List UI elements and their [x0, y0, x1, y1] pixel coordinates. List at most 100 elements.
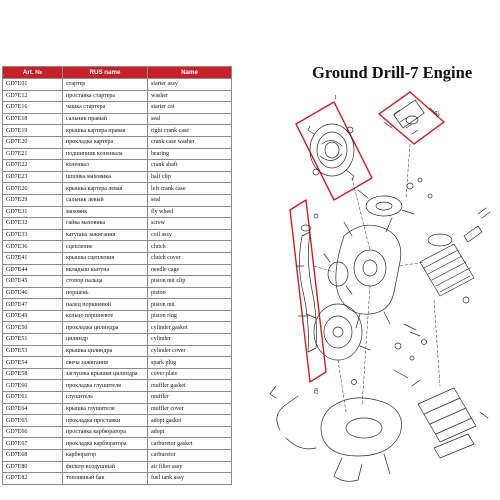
name-cell: carburetor	[147, 449, 232, 462]
fuel-tank-highlight: 82	[289, 199, 327, 394]
name-cell: muffler	[147, 391, 232, 404]
starter-assy-highlight: 1	[295, 95, 373, 201]
rus-name-cell: коленвал	[62, 159, 148, 172]
name-cell: adopt gasket	[147, 414, 232, 427]
name-cell: bearing	[147, 147, 232, 161]
column-header-art-number: Art. №	[2, 66, 63, 79]
exploded-engine-diagram: 1 68 82	[269, 91, 491, 482]
rus-name-cell: крышка глушителя	[62, 402, 148, 416]
rus-name-cell: подшипник коленвала	[62, 147, 148, 161]
part-number-cell: GD7E33	[2, 228, 63, 242]
column-header-rus-name: RUS name	[62, 66, 148, 79]
name-cell: adopt	[147, 425, 232, 439]
assembly-lines	[313, 143, 441, 413]
rus-name-cell: сальник правый	[62, 112, 148, 126]
part-number-cell: GD7E20	[2, 135, 63, 149]
name-cell: screw	[147, 217, 232, 230]
part-number-cell: GD7E18	[2, 112, 63, 126]
name-cell: coil assy	[147, 228, 232, 242]
name-cell: washer	[147, 89, 232, 103]
name-cell: half clip	[147, 170, 232, 184]
name-cell: piston nut	[147, 298, 232, 311]
name-cell: left crank case	[147, 182, 232, 195]
rus-name-cell: крышка картера левая	[62, 182, 148, 195]
part-number-cell: GD7E82	[2, 472, 63, 485]
part-number-cell: GD7E51	[2, 333, 63, 346]
name-cell: piston nut clip	[147, 275, 232, 288]
part-number-cell: GD7E80	[2, 460, 63, 474]
part-number-cell: GD7E53	[2, 344, 63, 358]
part-number-cell: GD7E45	[2, 275, 63, 288]
rus-name-cell: катушка зажигания	[62, 228, 148, 242]
starter-assy-drawing	[307, 123, 355, 181]
part-number-cell: GD7E54	[2, 356, 63, 369]
part-number-cell: GD7E36	[2, 240, 63, 253]
part-number-cell: GD7E26	[2, 182, 63, 195]
name-cell: starter assy	[147, 78, 232, 91]
part-number-cell: GD7E29	[2, 193, 63, 207]
table-header-row: Art. № RUS name Name	[2, 66, 232, 79]
rus-name-cell: топливный бак	[62, 472, 148, 485]
rus-name-cell: заглушка крышки цилиндра	[62, 367, 148, 381]
name-cell: seal	[147, 193, 232, 207]
name-cell: cover plate	[147, 367, 232, 381]
name-cell: piston	[147, 286, 232, 300]
name-cell: piston ring	[147, 309, 232, 323]
crankcase-drawing	[335, 189, 415, 329]
part-number-cell: GD7E23	[2, 170, 63, 184]
name-cell: seal	[147, 112, 232, 126]
handle-drawing	[269, 385, 317, 450]
part-number-cell: GD7E66	[2, 425, 63, 439]
part-number-cell: GD7E41	[2, 251, 63, 265]
rus-name-cell: сальник левый	[62, 193, 148, 207]
rus-name-cell: глушитель	[62, 391, 148, 404]
name-cell: right crank case	[147, 124, 232, 137]
part-number-cell: GD7E61	[2, 391, 63, 404]
rus-name-cell: гайка маховика	[62, 217, 148, 230]
name-cell: crank shaft	[147, 159, 232, 172]
part-number-cell: GD7E65	[2, 414, 63, 427]
rus-name-cell: прокладка проставки	[62, 414, 148, 427]
rus-name-cell: чашка стартера	[62, 101, 148, 114]
name-cell: muffler gasket	[147, 379, 232, 393]
callout-label-top-left: 1	[334, 95, 337, 101]
name-cell: starter cat	[147, 101, 232, 114]
part-number-cell: GD7E21	[2, 147, 63, 161]
part-number-cell: GD7E49	[2, 309, 63, 323]
part-number-cell: GD7E22	[2, 159, 63, 172]
rus-name-cell: стартер	[62, 78, 148, 91]
part-number-cell: GD7E19	[2, 124, 63, 137]
rus-name-cell: прокладка карбюратора	[62, 437, 148, 450]
rus-name-cell: поршень	[62, 286, 148, 300]
part-number-cell: GD7E16	[2, 101, 63, 114]
name-cell: fuel tank assy	[147, 472, 232, 485]
rus-name-cell: крышка сцепления	[62, 251, 148, 265]
callout-label-top-right: 68	[432, 110, 440, 118]
rus-name-cell: шпонка маховика	[62, 170, 148, 184]
name-cell: spark plug	[147, 356, 232, 369]
rus-name-cell: прокладка глушителя	[62, 379, 148, 393]
rus-name-cell: цилиндр	[62, 333, 148, 346]
part-number-cell: GD7E31	[2, 205, 63, 219]
fuel-tank-drawing	[295, 224, 317, 353]
